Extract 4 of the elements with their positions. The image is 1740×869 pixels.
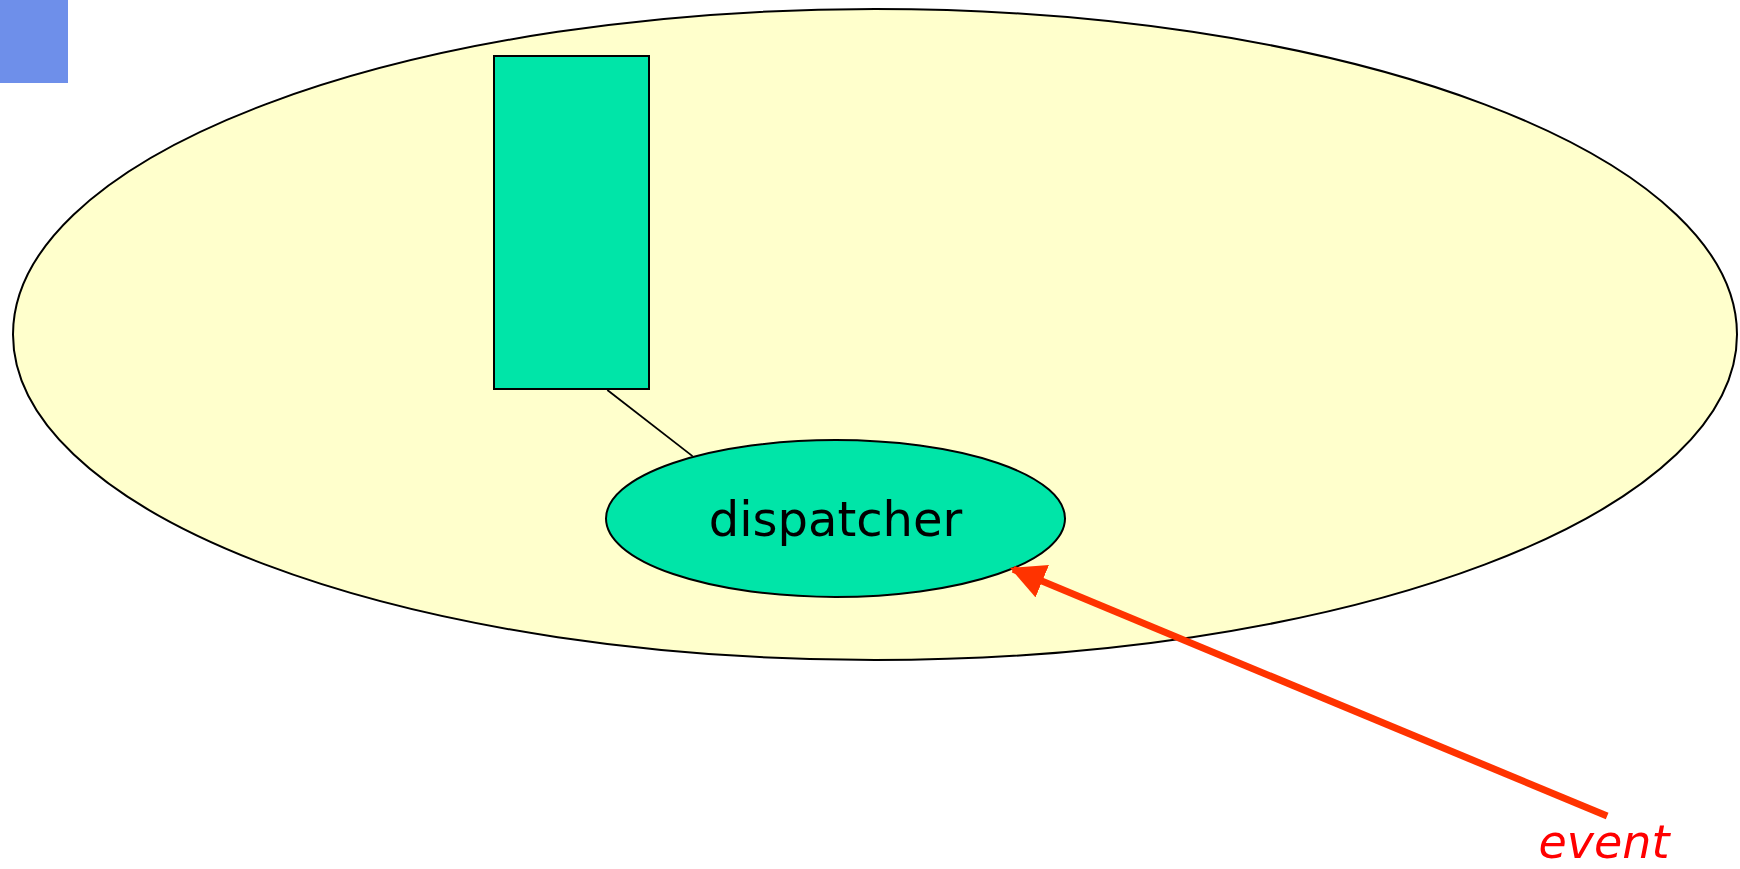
node-label: dispatcher xyxy=(708,490,963,547)
connector-line xyxy=(606,389,694,458)
arrow xyxy=(1009,565,1609,820)
event-label: event xyxy=(1538,815,1670,869)
